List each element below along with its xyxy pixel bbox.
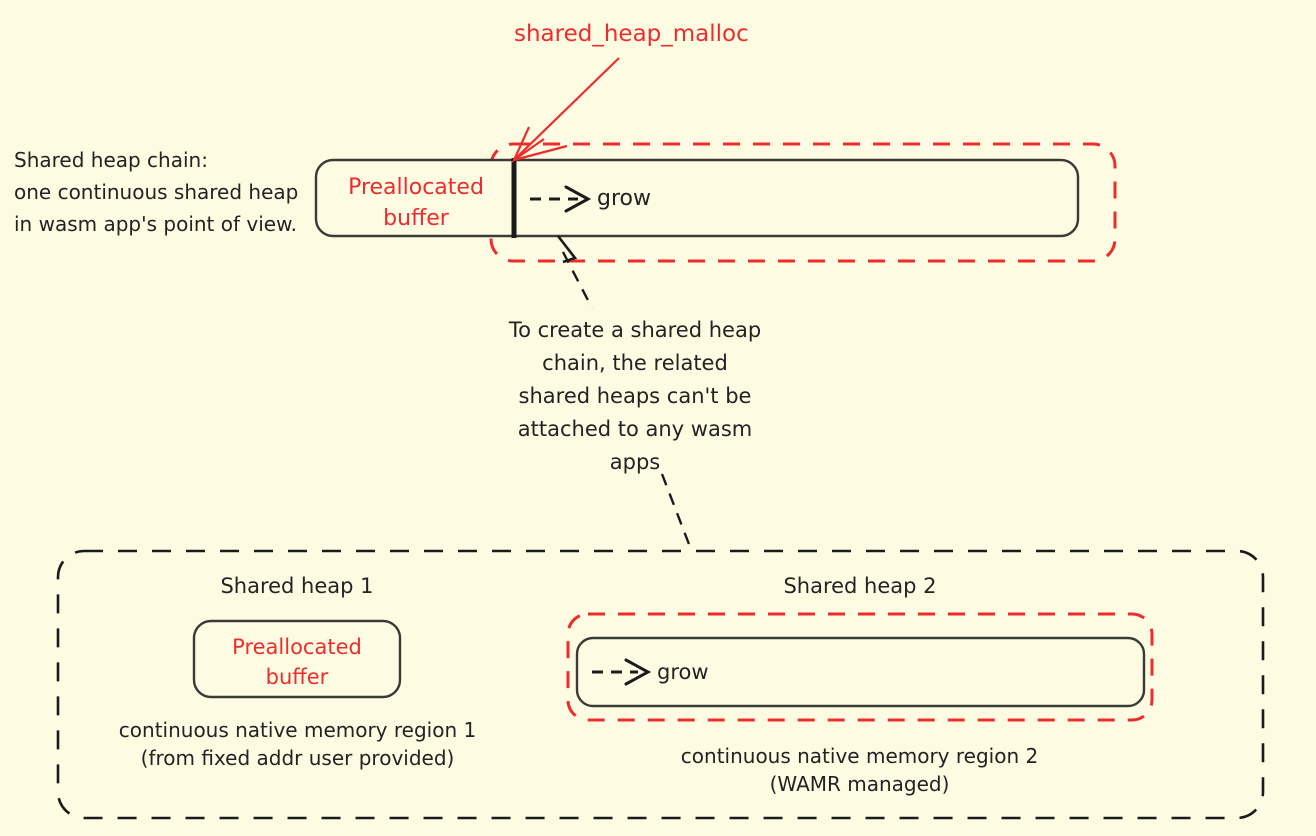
top-grow-label: grow <box>597 186 651 211</box>
chain-constraint-line-4: attached to any wasm <box>517 417 753 441</box>
heap1-preallocated-line-1: Preallocated <box>232 635 362 659</box>
heap2-grow-arrow-head <box>624 658 652 686</box>
top-grow-arrow-head <box>564 185 592 213</box>
malloc-pointer-arrowhead <box>511 126 545 164</box>
heap2-caption-line-1: continuous native memory region 2 <box>680 744 1039 768</box>
top-red-dashed-region <box>489 142 1117 263</box>
malloc-pointer-line-a <box>513 57 620 161</box>
heap1-caption-line-1: continuous native memory region 1 <box>118 718 477 742</box>
heap1-caption-line-2: (from fixed addr user provided) <box>140 746 455 770</box>
malloc-pointer-barb <box>513 144 568 162</box>
chain-constraint-line-1: To create a shared heap <box>508 318 762 342</box>
chain-note-arrowhead <box>556 235 578 264</box>
chain-constraint-line-3: shared heaps can't be <box>518 384 752 408</box>
chain-note-line-3: in wasm app's point of view. <box>14 212 297 236</box>
heap2-grow-label: grow <box>657 660 709 684</box>
chain-constraint-note: To create a shared heap chain, the relat… <box>490 314 780 479</box>
chain-note-leader-lower <box>660 473 694 553</box>
top-preallocated-label: Preallocated buffer <box>330 172 502 234</box>
chain-constraint-line-2: chain, the related <box>542 351 728 375</box>
heap1-caption: continuous native memory region 1 (from … <box>110 716 485 772</box>
shared-heap-malloc-label: shared_heap_malloc <box>514 21 749 47</box>
top-preallocated-line-2: buffer <box>383 206 449 231</box>
top-preallocated-line-1: Preallocated <box>348 175 484 200</box>
heap1-title: Shared heap 1 <box>220 574 374 598</box>
shared-heap-chain-note: Shared heap chain: one continuous shared… <box>14 144 298 240</box>
heap2-caption-line-2: (WAMR managed) <box>769 772 950 796</box>
heap2-caption: continuous native memory region 2 (WAMR … <box>672 742 1047 798</box>
chain-constraint-line-5: apps <box>609 450 661 474</box>
chain-note-line-2: one continuous shared heap <box>14 180 299 204</box>
heap2-title: Shared heap 2 <box>783 574 937 598</box>
heap1-preallocated-label: Preallocated buffer <box>200 632 394 692</box>
chain-note-leader-upper <box>561 251 594 309</box>
heap2-red-dashed-region <box>566 612 1154 722</box>
chain-note-line-1: Shared heap chain: <box>14 148 208 172</box>
heap1-preallocated-line-2: buffer <box>265 665 329 689</box>
